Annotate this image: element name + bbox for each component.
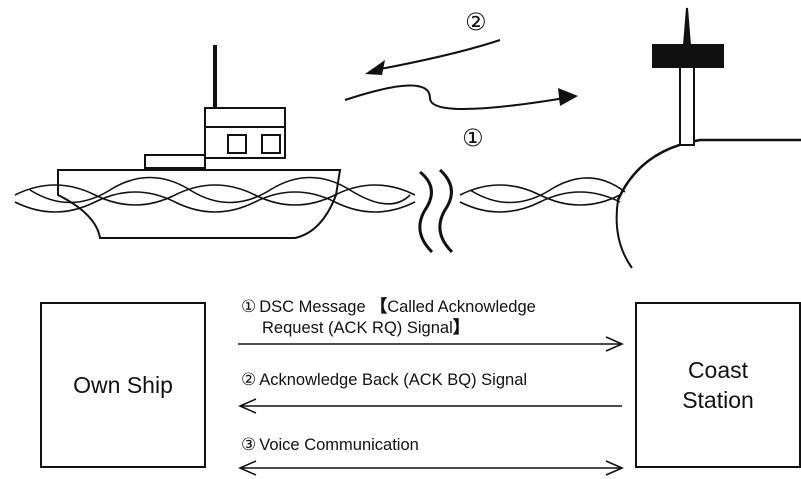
break-mark [418,168,454,254]
marker-2: ② [465,8,487,36]
coast-station-box: Coast Station [635,302,801,468]
step-number-3: ③ [241,435,257,454]
own-ship-label: Own Ship [73,372,173,398]
ship-deckhouse [144,154,206,169]
ship-bridge [204,107,286,159]
ship-illustration [57,45,342,239]
own-ship-box: Own Ship [40,302,206,468]
ship-hull [57,169,342,239]
sea-waves [14,176,626,213]
arrow-head [558,88,578,106]
ship-window [227,134,247,154]
tower-body [679,66,695,146]
marker-1: ① [462,124,484,152]
step-number-2: ② [241,370,257,389]
coast-station-illustration [615,7,801,269]
antenna-spire [682,7,692,46]
message-1-detail: Called Acknowledge [387,298,536,316]
radio-signal [344,39,578,110]
message-1-text: DSC Message [259,298,366,316]
sequence-arrows [238,336,624,476]
coast-station-label: Coast Station [682,357,754,413]
ship-window [261,134,281,154]
coast-hill [616,138,801,201]
arrow-head [365,60,385,75]
signal-arrow-to-coast [344,84,566,110]
message-1-line2: Request (ACK RQ) Signal】 [262,318,470,337]
step-number-1: ① [241,297,257,316]
tower-top [652,44,724,68]
signal-arrow-to-ship [374,39,501,71]
